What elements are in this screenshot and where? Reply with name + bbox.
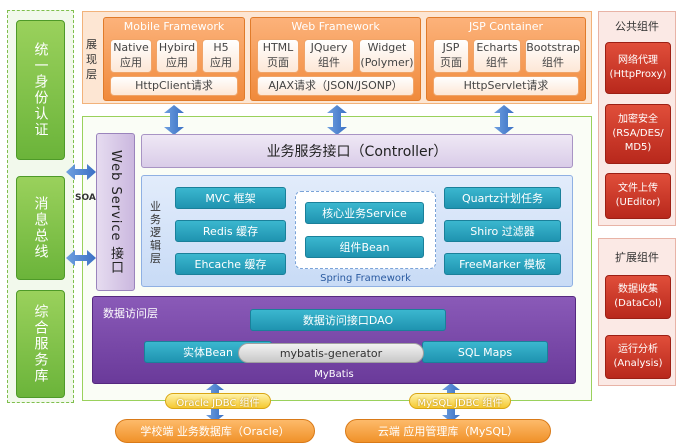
freemarker-template: FreeMarker 模板: [444, 253, 561, 275]
integrated-service-library-label: 综合服务库: [32, 304, 49, 384]
redis-cache: Redis 缓存: [175, 220, 286, 242]
left-column: 统一身份认证 消息总线 综合服务库: [7, 10, 74, 403]
ehcache-cache: Ehcache 缓存: [175, 253, 286, 275]
arrow-web-controller: [327, 105, 347, 135]
business-logic-label: 业务逻辑层: [150, 200, 161, 265]
arrow-bus-webservice: [66, 250, 96, 266]
httpclient-request: HttpClient请求: [110, 76, 238, 96]
quartz-scheduler: Quartz计划任务: [444, 187, 561, 209]
network-proxy: 网络代理 (HttpProxy): [605, 42, 671, 94]
mobile-framework-title: Mobile Framework: [123, 20, 225, 33]
mysql-jdbc-component: MySQL JDBC 组件: [409, 393, 511, 409]
echarts-component: Echarts 组件: [473, 39, 521, 73]
html-page: HTML 页面: [257, 39, 299, 73]
jsp-page: JSP 页面: [433, 39, 469, 73]
unified-identity-auth: 统一身份认证: [16, 20, 65, 160]
data-access-label: 数据访问层: [103, 307, 158, 320]
jquery-component: JQuery 组件: [304, 39, 354, 73]
shiro-filter: Shiro 过滤器: [444, 220, 561, 242]
mobile-framework: Mobile Framework Native 应用 Hybird 应用 H5 …: [103, 17, 245, 101]
sql-maps: SQL Maps: [422, 341, 548, 363]
soap-label: SOAP: [75, 193, 102, 203]
encryption-security: 加密安全 (RSA/DES/ MD5): [605, 104, 671, 164]
httpservlet-request: HttpServlet请求: [433, 76, 579, 96]
bootstrap-component: Bootstrap 组件: [525, 39, 581, 73]
data-access-layer: [92, 296, 576, 384]
message-bus: 消息总线: [16, 176, 65, 280]
oracle-jdbc-component: Oracle JDBC 组件: [165, 393, 271, 409]
arrow-mobile-controller: [164, 105, 184, 135]
dao-interface: 数据访问接口DAO: [250, 309, 446, 331]
extension-components-panel: 扩展组件 数据收集 (DataCol) 运行分析 (Analysis): [598, 238, 676, 386]
extension-components-title: 扩展组件: [615, 251, 659, 264]
data-collection: 数据收集 (DataCol): [605, 275, 671, 319]
core-business-service: 核心业务Service: [305, 202, 424, 224]
spring-framework-label: Spring Framework: [320, 273, 411, 284]
native-app: Native 应用: [110, 39, 152, 73]
integrated-service-library: 综合服务库: [16, 290, 65, 398]
message-bus-label: 消息总线: [32, 196, 49, 260]
arrow-jsp-controller: [494, 105, 514, 135]
public-components-panel: 公共组件 网络代理 (HttpProxy) 加密安全 (RSA/DES/ MD5…: [598, 11, 676, 226]
hybird-app: Hybird 应用: [156, 39, 198, 73]
h5-app: H5 应用: [202, 39, 240, 73]
web-service-interface: Web Service 接口: [96, 133, 135, 291]
component-bean: 组件Bean: [305, 236, 424, 258]
business-service-controller: 业务服务接口（Controller）: [141, 134, 573, 168]
unified-identity-auth-label: 统一身份认证: [32, 42, 49, 138]
widget-polymer: Widget (Polymer): [359, 39, 415, 73]
school-business-database: 学校端 业务数据库（Oracle）: [115, 419, 315, 443]
presentation-layer-label: 展现层: [86, 38, 97, 81]
web-framework-title: Web Framework: [291, 20, 380, 33]
runtime-analysis: 运行分析 (Analysis): [605, 335, 671, 379]
cloud-app-management-database: 云端 应用管理库（MySQL）: [345, 419, 551, 443]
arrow-auth-webservice: [66, 164, 96, 180]
public-components-title: 公共组件: [615, 20, 659, 33]
web-service-label: Web Service 接口: [108, 149, 123, 275]
jsp-container-title: JSP Container: [468, 20, 544, 33]
mvc-framework: MVC 框架: [175, 187, 286, 209]
web-framework: Web Framework HTML 页面 JQuery 组件 Widget (…: [250, 17, 421, 101]
file-upload: 文件上传 (UEditor): [605, 173, 671, 219]
mybatis-label: MyBatis: [314, 369, 354, 380]
ajax-request: AJAX请求（JSON/JSONP）: [257, 76, 414, 96]
mybatis-generator: mybatis-generator: [238, 343, 424, 363]
jsp-container: JSP Container JSP 页面 Echarts 组件 Bootstra…: [426, 17, 586, 101]
